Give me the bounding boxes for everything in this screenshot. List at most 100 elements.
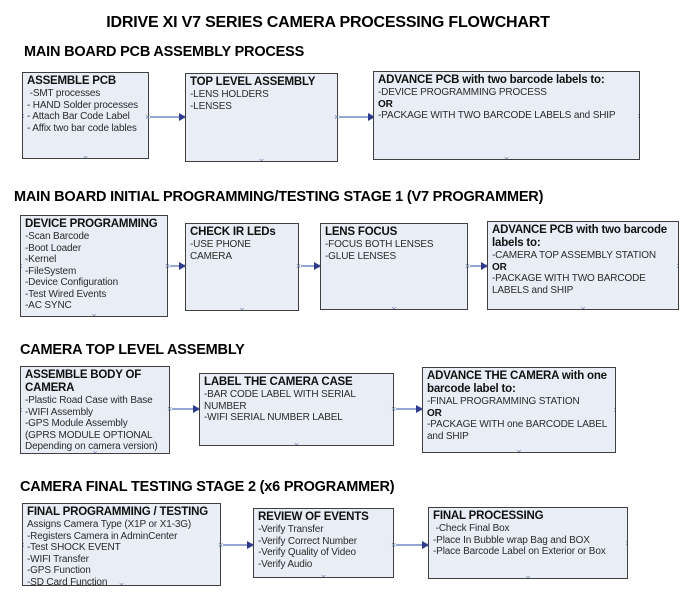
box-line: OR — [492, 261, 507, 273]
arrow-head-icon — [416, 405, 423, 413]
box-line: -GPS Function — [27, 565, 91, 576]
connection-point-icon: × — [624, 539, 627, 548]
box-line: -GLUE LENSES — [325, 250, 397, 262]
box-line: -Verify Quality of Video — [258, 547, 356, 558]
connection-point-icon: × — [391, 540, 397, 550]
box-final-processing: × × × FINAL PROCESSING -Check Final Box … — [428, 507, 628, 579]
flow-arrow: × × — [391, 404, 426, 414]
arrow-line — [223, 544, 249, 546]
box-title: DEVICE PROGRAMMING — [25, 218, 158, 230]
connection-point-icon: × — [334, 112, 340, 122]
section-header-final-testing: CAMERA FINAL TESTING STAGE 2 (x6 PROGRAM… — [20, 479, 395, 495]
connection-point-icon: × — [320, 572, 327, 578]
box-advance-camera: × × × ADVANCE THE CAMERA with one barcod… — [422, 367, 616, 453]
box-title: LABEL THE CAMERA CASE — [204, 376, 353, 388]
box-title: CHECK IR LEDs — [190, 226, 276, 238]
box-line: -AC SYNC — [25, 300, 72, 311]
box-advance-pcb-2: × × × ADVANCE PCB with two barcode label… — [487, 221, 679, 310]
connection-point-icon: × — [391, 304, 397, 310]
connection-point-icon: × — [218, 540, 224, 550]
arrow-line — [470, 265, 483, 267]
box-line: -WIFI SERIAL NUMBER LABEL — [204, 412, 343, 423]
connection-point-icon: × — [90, 216, 98, 219]
box-line: -Test Wired Events — [25, 288, 107, 300]
connection-point-icon: × — [82, 153, 89, 159]
box-line: -Verify Audio — [258, 558, 313, 570]
box-final-programming-testing: × × × FINAL PROGRAMMING / TESTING Assign… — [22, 503, 221, 586]
connection-point-icon: × — [636, 111, 639, 120]
box-line: -PACKAGE WITH TWO BARCODE LABELS and SHI… — [378, 110, 616, 121]
flow-arrow: × × — [218, 540, 257, 550]
box-title: ADVANCE PCB with two barcode labels to: — [378, 74, 605, 86]
arrow-line — [339, 116, 370, 118]
arrow-head-icon — [481, 262, 488, 270]
box-line: -SMT processes — [27, 88, 101, 99]
connection-point-icon: × — [21, 262, 24, 271]
box-line: -Kernel — [25, 254, 57, 265]
box-line: OR — [427, 407, 442, 419]
box-line: -WIFI Assembly — [25, 406, 93, 418]
arrow-line — [172, 408, 195, 410]
section-header-stage1: MAIN BOARD INITIAL PROGRAMMING/TESTING S… — [14, 189, 544, 205]
box-line: -Boot Loader — [25, 242, 82, 254]
box-label-camera-case: × × LABEL THE CAMERA CASE -BAR CODE LABE… — [199, 373, 394, 446]
box-review-of-events: × × REVIEW OF EVENTS -Verify Transfer -V… — [253, 508, 394, 578]
box-line: - HAND Solder processes — [27, 99, 139, 111]
box-line: -Plastic Road Case with Base — [25, 395, 153, 406]
box-line: Assigns Camera Type (X1P or X1-3G) — [27, 519, 192, 530]
box-line: -Scan Barcode — [25, 231, 90, 242]
flow-arrow: × × — [165, 261, 189, 271]
box-title: ASSEMBLE BODY OF CAMERA — [25, 369, 142, 394]
connection-point-icon: × — [675, 261, 678, 270]
section-header-pcb-assembly: MAIN BOARD PCB ASSEMBLY PROCESS — [24, 44, 305, 60]
flow-arrow: × × — [145, 112, 189, 122]
arrow-line — [150, 116, 181, 118]
arrow-line — [396, 544, 424, 546]
box-line: -WIFI Transfer — [27, 553, 89, 565]
connection-point-icon: × — [612, 406, 615, 415]
box-title: ADVANCE PCB with two barcode labels to: — [492, 224, 668, 249]
connection-point-icon: × — [580, 304, 586, 310]
box-line: -FINAL PROGRAMMING STATION — [427, 396, 580, 407]
arrow-head-icon — [193, 405, 200, 413]
box-line: -Verify Correct Number — [258, 535, 357, 547]
box-line: (GPRS MODULE OPTIONAL — [25, 429, 153, 441]
connection-point-icon: × — [21, 406, 24, 415]
box-line: -PACKAGE WITH TWO BARCODE LABELS and SHI… — [492, 273, 649, 296]
connection-point-icon: × — [91, 367, 99, 370]
box-line: -Place Barcode Label on Exterior or Box — [433, 546, 606, 557]
arrow-head-icon — [247, 541, 254, 549]
box-line: -BAR CODE LABEL WITH SERIAL NUMBER — [204, 389, 358, 412]
box-line: -CAMERA TOP ASSEMBLY STATION — [492, 250, 656, 261]
connection-point-icon: × — [258, 156, 265, 162]
box-line: - Attach Bar Code Label — [27, 111, 130, 122]
box-line: OR — [378, 98, 393, 110]
connection-point-icon: × — [579, 222, 587, 225]
connection-point-icon: × — [503, 154, 510, 160]
connection-point-icon: × — [145, 112, 151, 122]
box-title: FINAL PROCESSING — [433, 510, 544, 522]
box-line: -Verify Transfer — [258, 524, 324, 535]
connection-point-icon: × — [239, 305, 245, 311]
box-line: -USE PHONE CAMERA — [190, 239, 254, 262]
box-assemble-pcb: × × × ASSEMBLE PCB -SMT processes - HAND… — [22, 72, 149, 159]
flow-arrow: × × — [167, 404, 203, 414]
connection-point-icon: × — [391, 404, 397, 414]
flow-arrow: × × — [296, 261, 324, 271]
section-header-camera-top-assembly: CAMERA TOP LEVEL ASSEMBLY — [20, 342, 245, 358]
connection-point-icon: × — [118, 504, 126, 507]
arrow-line — [301, 265, 316, 267]
connection-point-icon: × — [503, 72, 511, 75]
flow-arrow: × × — [391, 540, 432, 550]
box-line: -Registers Camera in AdminCenter — [27, 530, 178, 542]
arrow-line — [396, 408, 418, 410]
connection-point-icon: × — [258, 74, 266, 77]
box-title: REVIEW OF EVENTS — [258, 511, 369, 523]
connection-point-icon: × — [23, 111, 26, 120]
connection-point-icon: × — [165, 261, 171, 271]
connection-point-icon: × — [515, 368, 523, 371]
connection-point-icon: × — [238, 224, 246, 227]
connection-point-icon: × — [390, 224, 398, 227]
box-line: -SD Card Function — [27, 576, 108, 586]
